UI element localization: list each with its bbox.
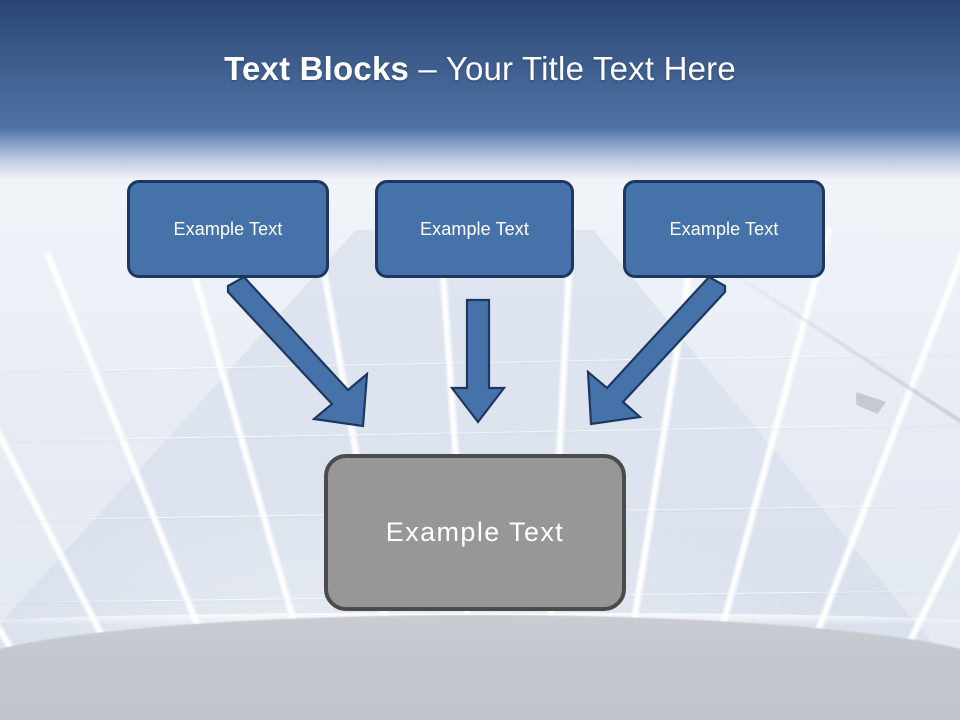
arrow-down-icon[interactable] bbox=[440, 292, 516, 428]
text-block-1[interactable]: Example Text bbox=[127, 180, 329, 278]
title-separator: – bbox=[409, 50, 446, 87]
result-block[interactable]: Example Text bbox=[324, 454, 626, 611]
text-block-2[interactable]: Example Text bbox=[375, 180, 574, 278]
arrow-down-left-icon[interactable] bbox=[578, 275, 738, 428]
title-bold-part: Text Blocks bbox=[224, 50, 410, 87]
result-block-label: Example Text bbox=[385, 517, 565, 547]
page-title: Text Blocks – Your Title Text Here bbox=[0, 48, 960, 90]
header-band bbox=[0, 0, 960, 128]
building-plinth bbox=[0, 615, 960, 720]
text-block-2-label: Example Text bbox=[420, 218, 529, 239]
title-regular-part: Your Title Text Here bbox=[445, 50, 736, 87]
text-block-1-label: Example Text bbox=[173, 218, 283, 239]
text-block-3-label: Example Text bbox=[669, 218, 779, 239]
text-block-3[interactable]: Example Text bbox=[623, 180, 825, 278]
arrow-down-right-icon[interactable] bbox=[215, 275, 380, 433]
header-gradient-fade bbox=[0, 128, 960, 180]
